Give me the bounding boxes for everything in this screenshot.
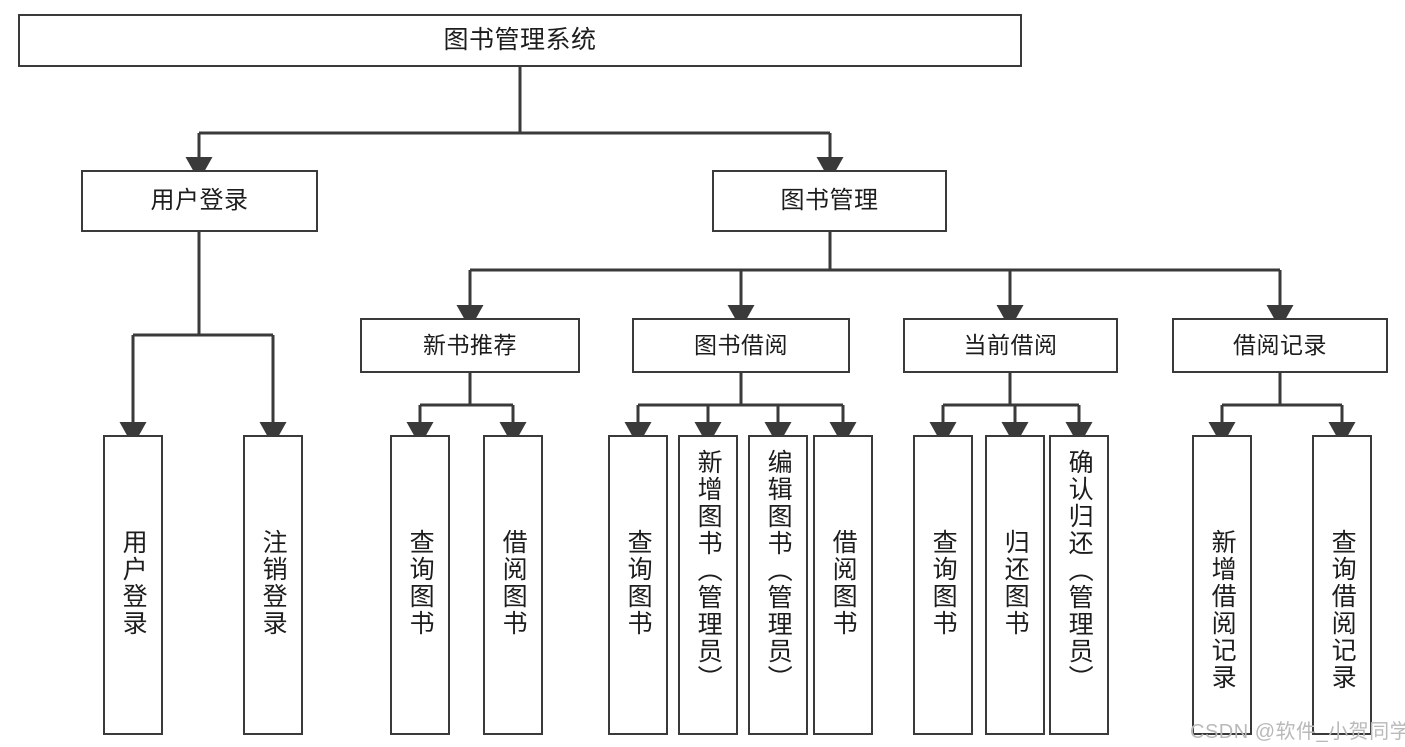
node-borrow-record-label: 借阅记录 [1233, 332, 1327, 359]
node-leaf-add-borrow-record-label: 新增借阅记录 [1208, 529, 1237, 691]
node-leaf-add-borrow-record[interactable]: 新增借阅记录 [1192, 435, 1252, 735]
node-leaf-add-book-admin-label: 新增图书（管理员） [694, 449, 723, 692]
node-leaf-query-book-1[interactable]: 查询图书 [390, 435, 450, 735]
node-leaf-query-borrow-record[interactable]: 查询借阅记录 [1312, 435, 1372, 735]
node-current-borrow[interactable]: 当前借阅 [903, 318, 1118, 373]
node-root-system[interactable]: 图书管理系统 [18, 14, 1022, 67]
node-leaf-query-book-2-label: 查询图书 [624, 529, 653, 637]
node-leaf-add-book-admin[interactable]: 新增图书（管理员） [678, 435, 738, 735]
node-leaf-confirm-return-admin-label: 确认归还（管理员） [1065, 449, 1094, 692]
node-leaf-borrow-book-1[interactable]: 借阅图书 [483, 435, 543, 735]
node-book-borrow-label: 图书借阅 [694, 332, 788, 359]
node-root-label: 图书管理系统 [443, 26, 597, 55]
node-leaf-query-book-2[interactable]: 查询图书 [608, 435, 668, 735]
node-leaf-borrow-book-1-label: 借阅图书 [499, 529, 528, 637]
csdn-watermark: CSDN @软件_小贺同学 [1190, 721, 1405, 743]
node-leaf-user-logout[interactable]: 注销登录 [243, 435, 303, 735]
node-leaf-edit-book-admin[interactable]: 编辑图书（管理员） [748, 435, 808, 735]
node-book-manage[interactable]: 图书管理 [712, 170, 947, 232]
node-leaf-query-book-3-label: 查询图书 [929, 529, 958, 637]
node-leaf-query-borrow-record-label: 查询借阅记录 [1328, 529, 1357, 691]
node-leaf-return-book-label: 归还图书 [1001, 529, 1030, 637]
node-leaf-return-book[interactable]: 归还图书 [985, 435, 1045, 735]
node-user-login-label: 用户登录 [150, 187, 249, 215]
node-leaf-query-book-1-label: 查询图书 [406, 529, 435, 637]
node-leaf-confirm-return-admin[interactable]: 确认归还（管理员） [1049, 435, 1109, 735]
node-leaf-edit-book-admin-label: 编辑图书（管理员） [764, 449, 793, 692]
node-new-book-recommend[interactable]: 新书推荐 [360, 318, 580, 373]
node-leaf-user-login-label: 用户登录 [119, 529, 148, 637]
node-leaf-borrow-book-2[interactable]: 借阅图书 [813, 435, 873, 735]
node-leaf-query-book-3[interactable]: 查询图书 [913, 435, 973, 735]
node-leaf-user-login[interactable]: 用户登录 [103, 435, 163, 735]
node-user-login[interactable]: 用户登录 [81, 170, 318, 232]
node-leaf-borrow-book-2-label: 借阅图书 [829, 529, 858, 637]
node-book-manage-label: 图书管理 [780, 187, 879, 215]
node-book-borrow[interactable]: 图书借阅 [632, 318, 850, 373]
node-new-book-recommend-label: 新书推荐 [423, 332, 517, 359]
node-leaf-user-logout-label: 注销登录 [259, 529, 288, 637]
node-current-borrow-label: 当前借阅 [963, 332, 1058, 359]
node-borrow-record[interactable]: 借阅记录 [1172, 318, 1388, 373]
